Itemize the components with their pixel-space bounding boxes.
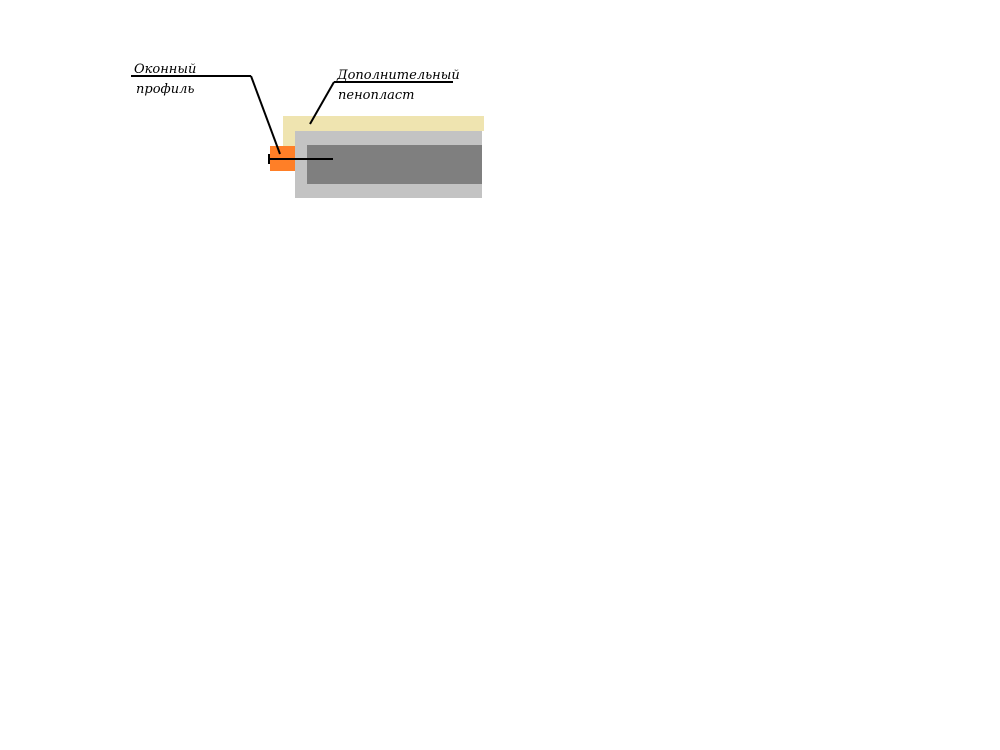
inner-wall-block [307, 145, 482, 184]
window-profile-label-line2: профиль [136, 82, 194, 97]
extra-foam-side [283, 116, 296, 146]
extra-foam-layer [283, 116, 484, 131]
window-profile-leader [250, 75, 281, 155]
extra-foam-label-line2: пенопласт [338, 88, 414, 103]
extra-foam-leader [309, 81, 335, 125]
extra-foam-label-line1: Дополнительный [336, 68, 460, 83]
window-profile-label-line1: Оконный [134, 62, 196, 77]
